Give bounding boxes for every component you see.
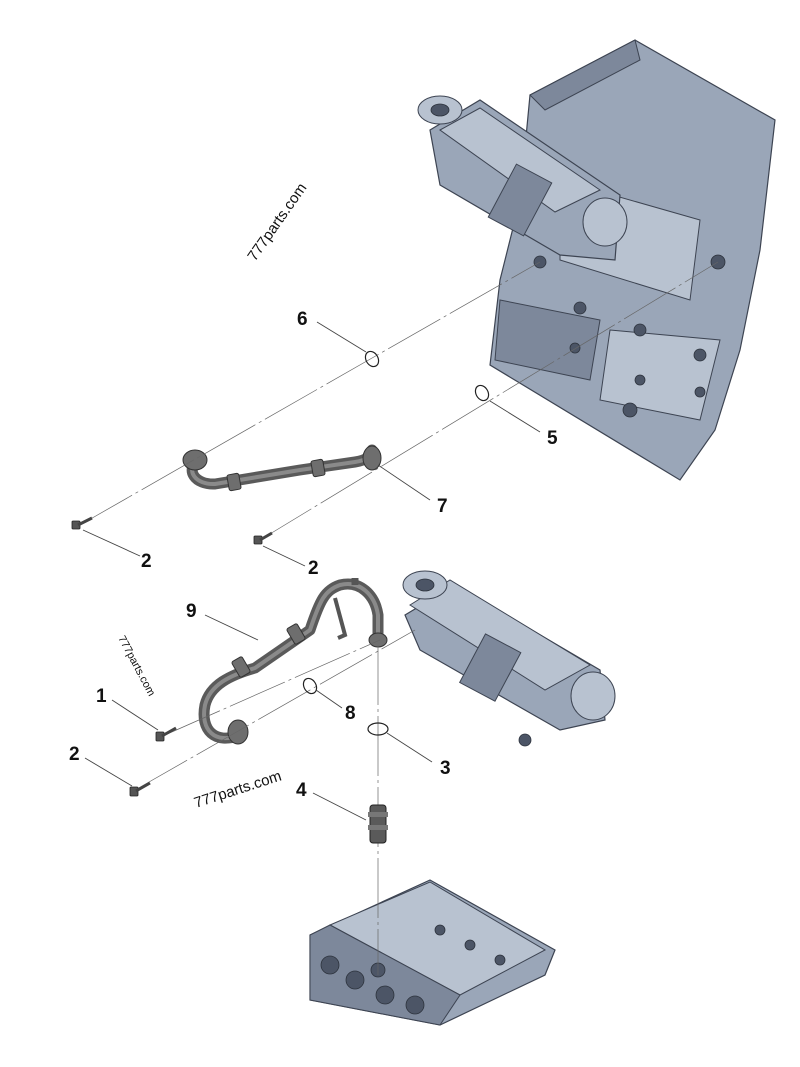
callout-2-upper-right: 2 — [308, 558, 319, 579]
callout-9: 9 — [186, 601, 197, 622]
callout-4: 4 — [296, 780, 307, 801]
bolt-2-upper-left — [71, 516, 93, 530]
watermark-bottom: 777parts.com — [192, 768, 284, 812]
callout-5: 5 — [547, 428, 558, 449]
callout-8: 8 — [345, 703, 356, 724]
callout-3: 3 — [440, 758, 451, 779]
callout-1: 1 — [96, 686, 107, 707]
callout-2-lower: 2 — [69, 744, 80, 765]
bolt-1 — [155, 726, 177, 742]
fitting-4 — [368, 804, 388, 844]
leader-lines — [82, 321, 541, 821]
callout-2-upper-left: 2 — [141, 551, 152, 572]
watermarks: 777parts.com 777parts.com 777parts.com — [115, 180, 310, 812]
coolant-pipe-lower — [198, 578, 388, 745]
coolant-pipe-upper — [182, 444, 382, 492]
engine-block — [489, 39, 776, 481]
watermark-top: 777parts.com — [244, 180, 310, 264]
o-ring-3 — [367, 722, 389, 736]
callout-6: 6 — [297, 309, 308, 330]
egr-cooler-upper — [417, 95, 628, 269]
bolt-2-lower — [129, 781, 151, 797]
o-ring-8 — [302, 677, 318, 695]
o-ring-6 — [364, 350, 380, 368]
cylinder-head — [309, 879, 556, 1026]
watermark-side: 777parts.com — [115, 634, 157, 698]
small-parts — [71, 350, 490, 844]
explode-lines — [79, 261, 719, 975]
egr-cooler-lower — [402, 570, 616, 747]
bolt-2-upper-right — [253, 531, 273, 545]
o-ring-5 — [474, 384, 490, 402]
callout-7: 7 — [437, 496, 448, 517]
callout-labels: 6 5 7 2 2 9 1 8 2 3 4 — [69, 309, 558, 801]
